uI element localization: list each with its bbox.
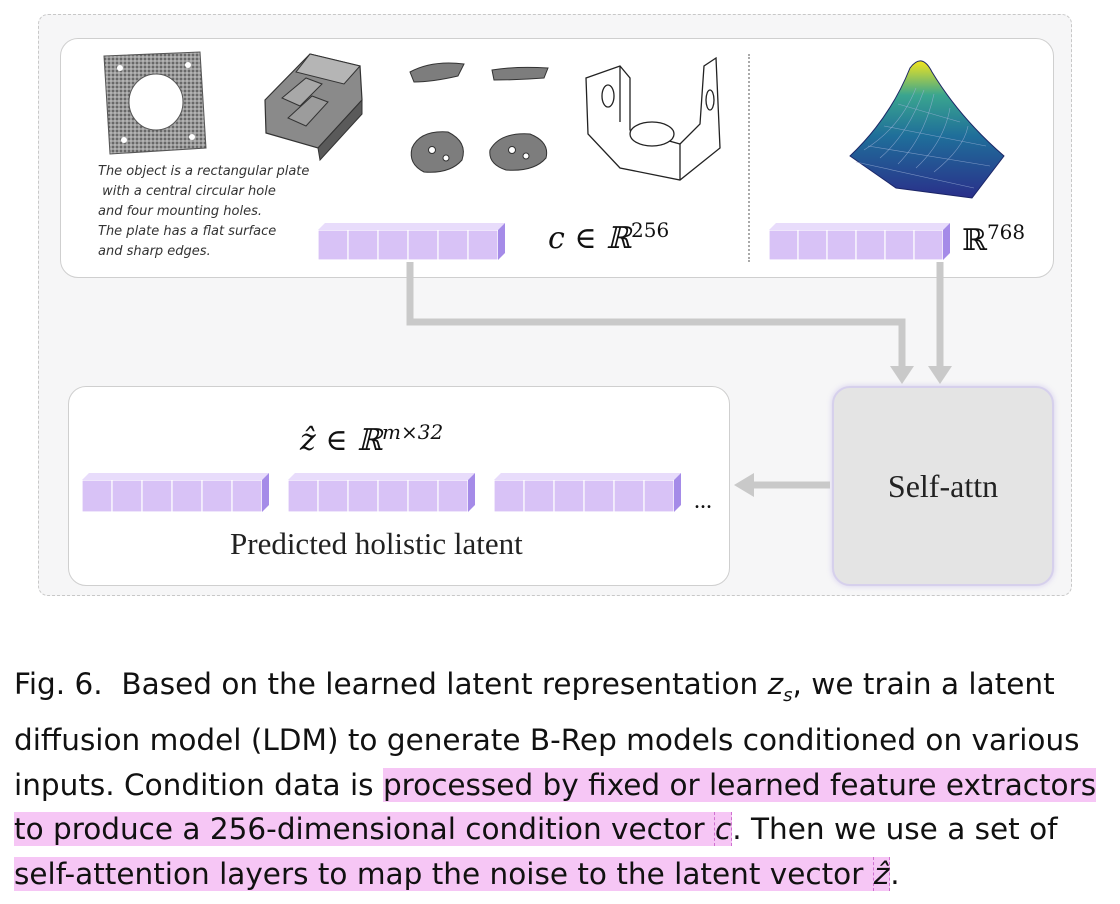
- caption-text-3: . Then we use a set of: [732, 812, 1058, 847]
- vector-top: [494, 473, 681, 480]
- text-condition-example: The object is a rectangular plate with a…: [98, 164, 310, 259]
- vector-top: [318, 223, 505, 230]
- vector-cell: [287, 479, 319, 513]
- panel-divider: [748, 54, 750, 262]
- flow-arrows: [406, 262, 952, 497]
- arrowhead-icon: [928, 366, 952, 384]
- line-drawing-bracket-icon: [585, 56, 721, 181]
- surface-vector: [768, 223, 950, 261]
- condition-dim-label: c ∈ ℝ256: [548, 218, 669, 256]
- arrowhead-icon: [734, 473, 754, 497]
- vector-cell: [553, 479, 585, 513]
- vector-cell: [467, 229, 499, 261]
- vector-cell: [437, 229, 469, 261]
- vector-cell: [407, 229, 439, 261]
- latent-label: Predicted holistic latent: [230, 526, 523, 561]
- vector-side: [674, 473, 681, 512]
- vector-cell: [768, 229, 799, 261]
- vector-cell: [347, 479, 379, 513]
- caption-zs-sub: s: [783, 684, 793, 706]
- vector-cell: [613, 479, 645, 513]
- vector-cell: [493, 479, 525, 513]
- arrow-condition-to-attn: [406, 262, 906, 368]
- surface-dim-label: ℝ768: [962, 220, 1025, 258]
- ellipsis: ...: [694, 488, 712, 514]
- figure-caption: Fig. 6. Based on the learned latent repr…: [14, 662, 1104, 896]
- condition-dim-base: c ∈ ℝ: [548, 221, 632, 256]
- vector-side: [943, 223, 950, 260]
- vector-cell: [81, 479, 113, 513]
- latent-vector-3: [493, 473, 681, 513]
- condition-dim-exponent: 256: [631, 218, 670, 242]
- surface-plot-icon: [849, 60, 1005, 199]
- latent-vector-2: [287, 473, 475, 513]
- point-cloud-plate-icon: [103, 51, 207, 155]
- stepped-block-icon: [264, 53, 363, 162]
- vector-side: [468, 473, 475, 512]
- caption-c: c: [714, 812, 733, 847]
- arrowhead-icon: [890, 366, 914, 384]
- caption-zhat: ẑ: [872, 856, 891, 891]
- latent-dim-base: ẑ ∈ ℝ: [300, 423, 383, 458]
- vector-top: [288, 473, 475, 480]
- vector-cell: [171, 479, 203, 513]
- condition-illustrations: [103, 51, 1005, 199]
- vector-side: [262, 473, 269, 512]
- vector-top: [82, 473, 269, 480]
- vector-cell: [523, 479, 555, 513]
- latent-dim-label: ẑ ∈ ℝm×32: [300, 420, 443, 458]
- condition-vector: [317, 223, 505, 261]
- vector-side: [498, 223, 505, 260]
- caption-prefix: Fig. 6.: [14, 667, 103, 701]
- self-attn-label: Self-attn: [887, 467, 999, 504]
- caption-text-2: , we train a latent diffusion model (LDM…: [14, 667, 1080, 802]
- vector-cell: [231, 479, 263, 513]
- caption-highlight-2: self-attention layers to map the noise t…: [14, 856, 873, 891]
- latent-vector-1: [81, 473, 269, 513]
- latent-dim-exponent: m×32: [382, 420, 444, 444]
- caption-text-4: .: [890, 856, 900, 891]
- caption-text-1: Based on the learned latent representati…: [121, 667, 768, 701]
- caption-zs: zs: [767, 667, 793, 706]
- vector-top: [769, 223, 950, 230]
- vector-cubes: [81, 223, 950, 513]
- surface-dim-exponent: 768: [986, 220, 1026, 244]
- surface-dim-base: ℝ: [962, 223, 987, 258]
- bat-plates-icon: [409, 62, 549, 173]
- self-attn-block: Self-attn: [832, 386, 1054, 586]
- vector-cell: [913, 229, 944, 261]
- caption-zs-base: z: [767, 667, 784, 701]
- vector-cell: [643, 479, 675, 513]
